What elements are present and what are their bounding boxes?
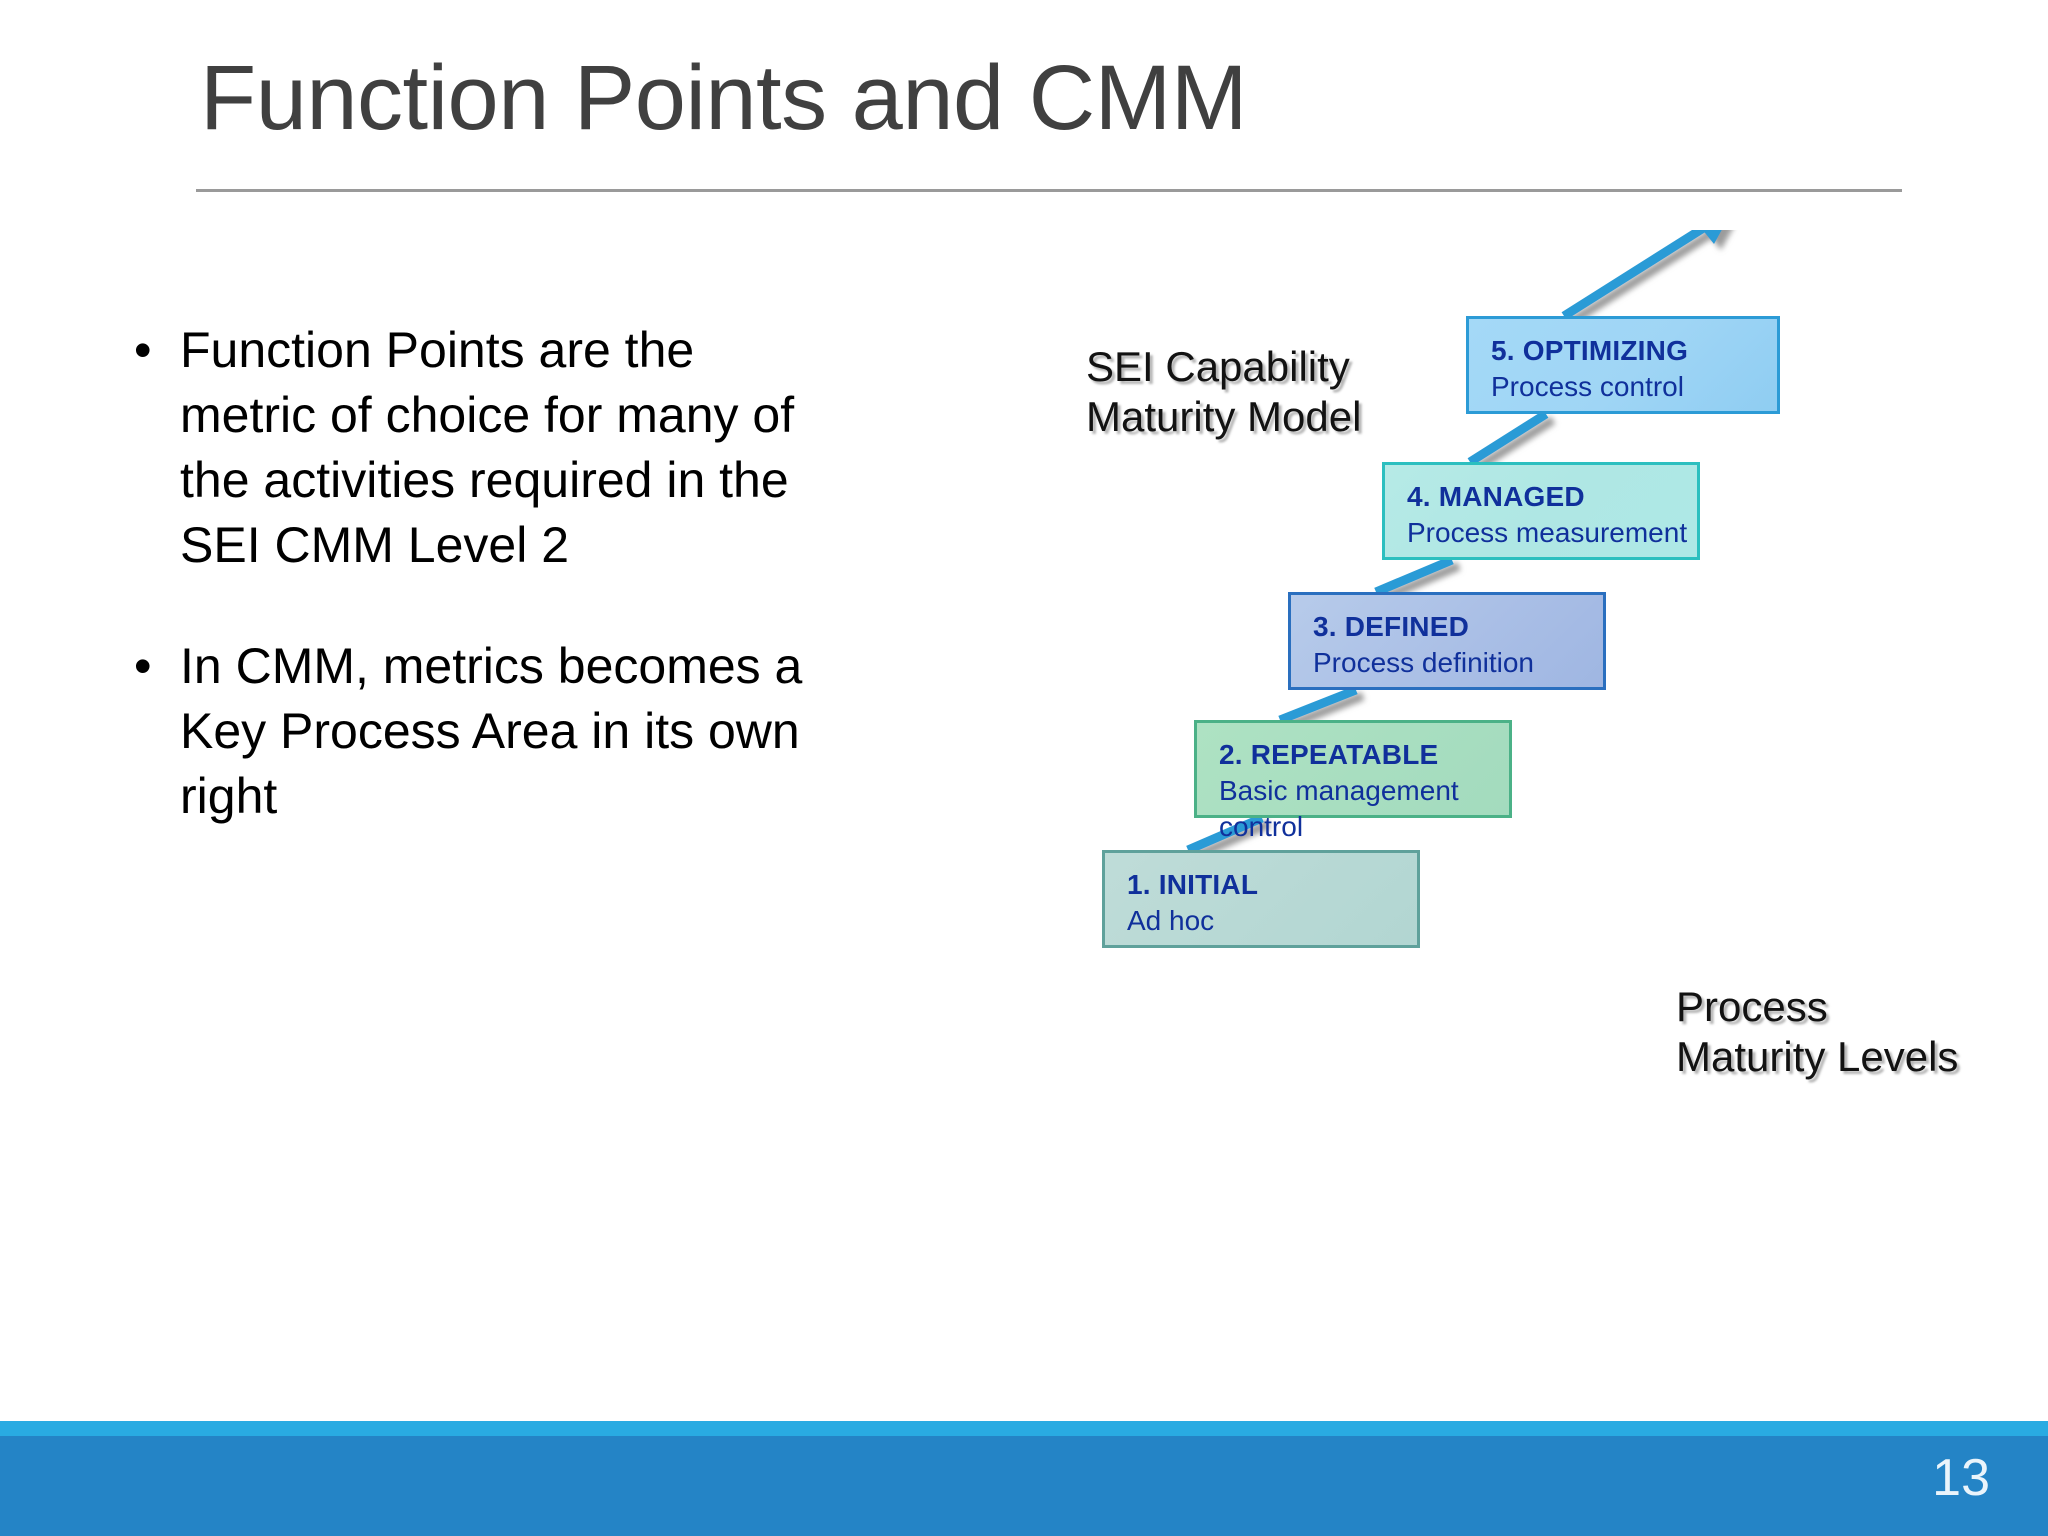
- list-item: • Function Points are the metric of choi…: [128, 318, 828, 578]
- page-title: Function Points and CMM: [200, 47, 1247, 149]
- cmm-level-boxes: 5. OPTIMIZING Process control 4. MANAGED…: [1102, 230, 2048, 1240]
- cmm-level-description: Process definition: [1313, 646, 1535, 678]
- cmm-level-name: 4. MANAGED: [1407, 481, 1585, 512]
- cmm-level-description: Process control: [1491, 370, 1684, 402]
- footer-bar: [0, 1436, 2048, 1536]
- cmm-level-name: 5. OPTIMIZING: [1491, 335, 1689, 366]
- page-number: 13: [1932, 1449, 1990, 1507]
- bullet-list: • Function Points are the metric of choi…: [128, 318, 828, 885]
- cmm-diagram: SEI Capability Maturity Model Process Ma…: [1040, 230, 2048, 1240]
- bullet-text: In CMM, metrics becomes a Key Process Ar…: [180, 638, 803, 824]
- bullet-marker-icon: •: [134, 322, 152, 378]
- bullet-text: Function Points are the metric of choice…: [180, 322, 795, 573]
- cmm-level-name: 2. REPEATABLE: [1219, 739, 1439, 770]
- cmm-level-box-5-optimizing[interactable]: 5. OPTIMIZING Process control: [1466, 316, 1780, 414]
- cmm-model-caption: SEI Capability Maturity Model: [1086, 343, 1362, 440]
- footer-accent-strip: [0, 1421, 2048, 1436]
- process-maturity-levels-caption: Process Maturity Levels: [1676, 983, 1959, 1080]
- cmm-level-box-1-initial[interactable]: 1. INITIAL Ad hoc: [1102, 850, 1420, 948]
- cmm-level-box-4-managed[interactable]: 4. MANAGED Process measurement: [1382, 462, 1700, 560]
- title-divider: [196, 189, 1902, 192]
- bullet-marker-icon: •: [134, 638, 152, 694]
- cmm-level-description: Process measurement: [1407, 516, 1688, 548]
- cmm-level-name: 3. DEFINED: [1313, 611, 1470, 642]
- cmm-level-description: Ad hoc: [1127, 904, 1215, 936]
- cmm-level-description: Basic management control: [1219, 774, 1459, 842]
- list-item: • In CMM, metrics becomes a Key Process …: [128, 634, 828, 829]
- cmm-level-name: 1. INITIAL: [1127, 869, 1259, 900]
- cmm-level-box-3-defined[interactable]: 3. DEFINED Process definition: [1288, 592, 1606, 690]
- cmm-level-box-2-repeatable[interactable]: 2. REPEATABLE Basic management control: [1194, 720, 1512, 842]
